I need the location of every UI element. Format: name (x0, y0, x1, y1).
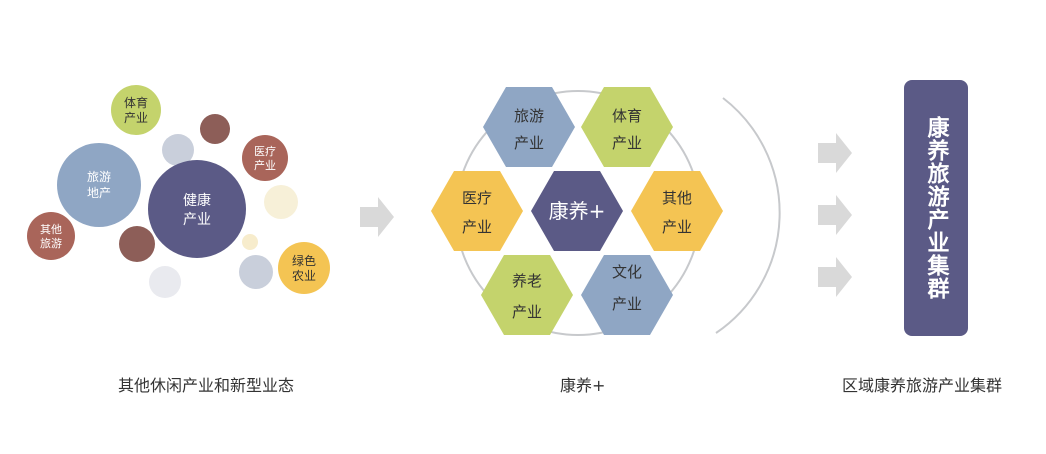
hexagon-culture-line1: 文化 (612, 263, 642, 281)
decorative-bubble (149, 266, 181, 298)
hexagon-sports (581, 87, 673, 167)
hexagon-culture-line2: 产业 (612, 295, 642, 313)
hexagon-medical-line2: 产业 (462, 218, 492, 236)
bubble-health-line1: 健康 (183, 192, 211, 209)
left-caption: 其他休闲产业和新型业态 (118, 376, 295, 395)
bubble-medical-line1: 医疗 (254, 144, 276, 158)
decorative-bubble (119, 226, 155, 262)
hexagon-other (631, 171, 723, 251)
hexagon-elderly (481, 255, 573, 335)
bubble-tourism-line1: 旅游 (87, 170, 111, 184)
bubble-other-line2: 旅游 (40, 236, 62, 250)
hexagon-culture (581, 255, 673, 335)
bubble-other-tourism (27, 212, 75, 260)
decorative-bubble (264, 185, 298, 219)
arrow-right-icon (818, 133, 852, 173)
bubble-medical-line2: 产业 (254, 158, 276, 172)
bubble-health-industry (148, 160, 246, 258)
decorative-bubble (239, 255, 273, 289)
hexagon-medical-line1: 医疗 (462, 189, 492, 207)
hexagon-tourism-line2: 产业 (514, 134, 544, 152)
hexagon-medical (431, 171, 523, 251)
bubble-green-line1: 绿色 (292, 253, 316, 268)
right-caption: 区域康养旅游产业集群 (842, 376, 1003, 395)
bubble-green-agriculture (278, 242, 330, 294)
bubble-sports-line2: 产业 (124, 111, 148, 125)
hexagon-tourism-line1: 旅游 (514, 107, 544, 125)
decorative-bubble (242, 234, 258, 250)
industry-cluster-title: 康养旅游产业集群 (923, 116, 949, 300)
center-caption: 康养+ (560, 376, 606, 395)
hexagon-tourism (483, 87, 575, 167)
industry-cluster-box: 康养旅游产业集群 (904, 80, 968, 336)
hexagon-cluster: 旅游 产业 体育 产业 医疗 产业 康养+ 其他 产业 养老 产业 文化 产业 (431, 87, 781, 336)
hexagon-core (531, 171, 623, 251)
decorative-bubble (200, 114, 230, 144)
arrow-right-icon (818, 257, 852, 297)
arrow-right-icon (360, 197, 394, 237)
hexagon-sports-line1: 体育 (612, 107, 642, 125)
left-bubble-cluster: 体育 产业 旅游 地产 健康 产业 医疗 产业 其他 旅游 绿色 农业 (27, 85, 330, 298)
hexagon-core-label: 康养+ (549, 199, 606, 223)
hexagon-sports-line2: 产业 (612, 134, 642, 152)
bubble-other-line1: 其他 (40, 223, 62, 236)
bubble-health-line2: 产业 (183, 212, 211, 228)
bubble-sports-line1: 体育 (124, 95, 148, 110)
outer-arc (715, 97, 781, 334)
hexagon-other-line1: 其他 (662, 189, 692, 207)
hexagon-other-line2: 产业 (662, 218, 692, 236)
bubble-green-line2: 农业 (292, 269, 316, 283)
bubble-medical-industry (242, 135, 288, 181)
bubble-tourism-line2: 地产 (87, 186, 111, 200)
bubble-sports-industry (111, 85, 161, 135)
bubble-tourism-realestate (57, 143, 141, 227)
hexagon-elderly-line1: 养老 (512, 272, 542, 290)
decorative-bubble (162, 134, 194, 166)
arrow-right-icon (818, 195, 852, 235)
hexagon-elderly-line2: 产业 (512, 303, 542, 321)
